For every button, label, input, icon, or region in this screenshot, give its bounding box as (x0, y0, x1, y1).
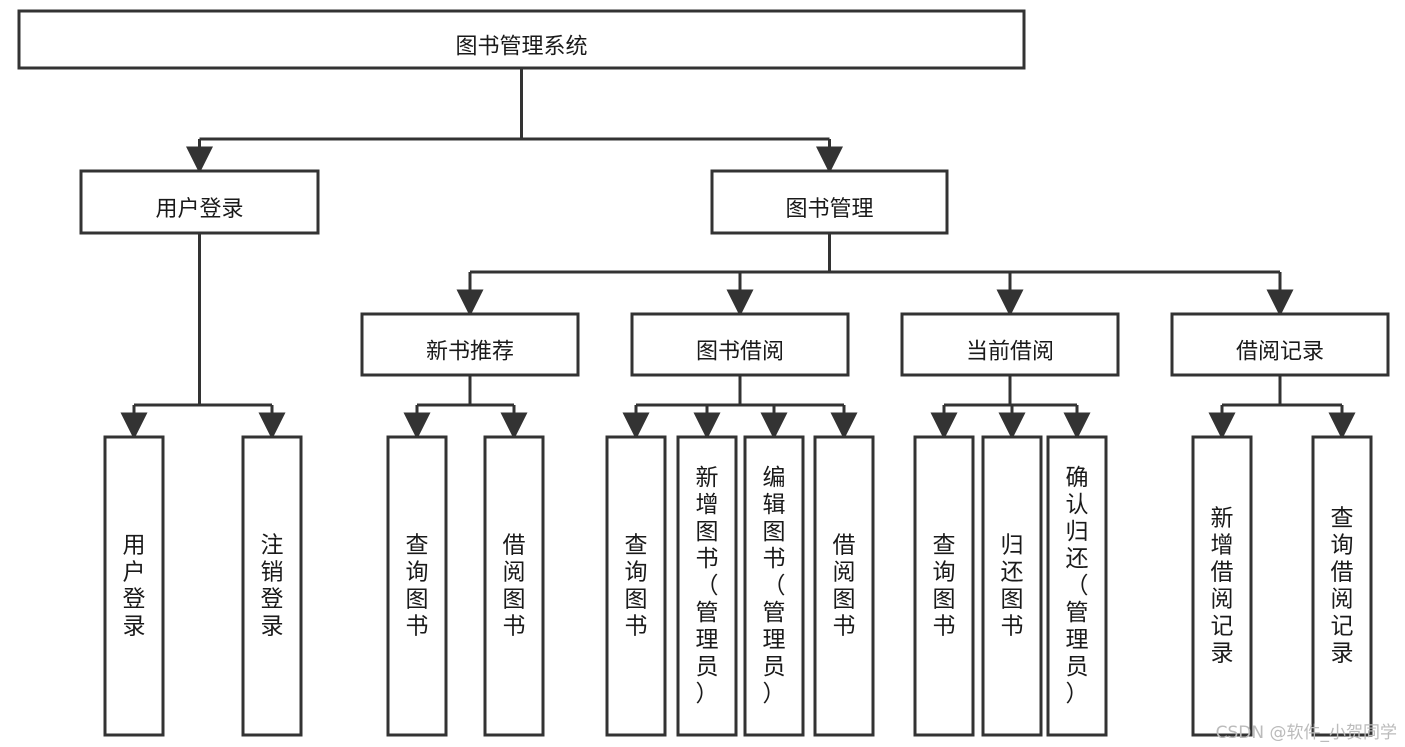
node-box-leaf-query-book-3 (913, 435, 975, 737)
node-leaf-confirm-return[interactable]: 确认归还（管理员） (1046, 435, 1108, 737)
node-box-new-book-recommend (360, 312, 580, 377)
node-box-leaf-user-login (103, 435, 165, 737)
node-book-borrow[interactable]: 图书借阅 (630, 312, 850, 377)
node-box-leaf-user-logout (241, 435, 303, 737)
node-label-leaf-return-book: 归还图书 (1001, 532, 1024, 639)
node-label-leaf-query-book-3: 查询图书 (933, 532, 956, 639)
node-box-leaf-borrow-book-2 (813, 435, 875, 737)
node-label-leaf-add-record: 新增借阅记录 (1211, 505, 1234, 666)
node-label-borrow-record: 借阅记录 (1236, 340, 1324, 365)
node-label-leaf-user-login: 用户登录 (123, 532, 146, 639)
node-label-leaf-borrow-book-2: 借阅图书 (833, 532, 856, 639)
node-box-leaf-add-book (676, 435, 738, 737)
node-label-leaf-edit-book: 编辑图书（管理员） (763, 465, 786, 707)
node-label-user-login: 用户登录 (155, 197, 243, 222)
node-book-manage[interactable]: 图书管理 (710, 169, 949, 235)
node-box-leaf-add-record (1191, 435, 1253, 737)
node-box-book-borrow (630, 312, 850, 377)
node-box-leaf-confirm-return (1046, 435, 1108, 737)
node-leaf-user-login[interactable]: 用户登录 (103, 435, 165, 737)
connectors-layer (120, 68, 1356, 440)
node-box-leaf-edit-book (743, 435, 805, 737)
node-box-leaf-query-book-2 (605, 435, 667, 737)
node-leaf-query-book-1[interactable]: 查询图书 (386, 435, 448, 737)
node-box-leaf-return-book (981, 435, 1043, 737)
node-label-root: 图书管理系统 (455, 35, 587, 60)
node-label-leaf-query-record: 查询借阅记录 (1331, 505, 1354, 666)
node-leaf-add-book[interactable]: 新增图书（管理员） (676, 435, 738, 737)
node-box-leaf-query-record (1311, 435, 1373, 737)
node-box-current-borrow (900, 312, 1120, 377)
node-leaf-borrow-book-1[interactable]: 借阅图书 (483, 435, 545, 737)
node-box-leaf-query-book-1 (386, 435, 448, 737)
node-box-root (17, 9, 1026, 70)
node-leaf-borrow-book-2[interactable]: 借阅图书 (813, 435, 875, 737)
node-current-borrow[interactable]: 当前借阅 (900, 312, 1120, 377)
node-label-book-manage: 图书管理 (785, 197, 873, 222)
node-leaf-query-book-3[interactable]: 查询图书 (913, 435, 975, 737)
node-leaf-edit-book[interactable]: 编辑图书（管理员） (743, 435, 805, 737)
node-label-new-book-recommend: 新书推荐 (426, 340, 514, 365)
node-label-leaf-add-book: 新增图书（管理员） (696, 465, 719, 707)
node-leaf-add-record[interactable]: 新增借阅记录 (1191, 435, 1253, 737)
node-label-leaf-borrow-book-1: 借阅图书 (503, 532, 526, 639)
node-borrow-record[interactable]: 借阅记录 (1170, 312, 1390, 377)
nodes-layer: 图书管理系统用户登录图书管理新书推荐图书借阅当前借阅借阅记录用户登录注销登录查询… (17, 9, 1390, 737)
node-root[interactable]: 图书管理系统 (17, 9, 1026, 70)
node-box-leaf-borrow-book-1 (483, 435, 545, 737)
node-label-leaf-query-book-1: 查询图书 (406, 532, 429, 639)
node-leaf-query-book-2[interactable]: 查询图书 (605, 435, 667, 737)
node-leaf-return-book[interactable]: 归还图书 (981, 435, 1043, 737)
node-leaf-query-record[interactable]: 查询借阅记录 (1311, 435, 1373, 737)
node-label-leaf-confirm-return: 确认归还（管理员） (1066, 465, 1089, 707)
node-box-user-login (79, 169, 320, 235)
node-new-book-recommend[interactable]: 新书推荐 (360, 312, 580, 377)
node-label-leaf-query-book-2: 查询图书 (625, 532, 648, 639)
node-leaf-user-logout[interactable]: 注销登录 (241, 435, 303, 737)
node-box-book-manage (710, 169, 949, 235)
node-box-borrow-record (1170, 312, 1390, 377)
node-user-login[interactable]: 用户登录 (79, 169, 320, 235)
node-label-leaf-user-logout: 注销登录 (261, 532, 284, 639)
node-label-current-borrow: 当前借阅 (966, 340, 1054, 365)
node-label-book-borrow: 图书借阅 (696, 340, 784, 365)
